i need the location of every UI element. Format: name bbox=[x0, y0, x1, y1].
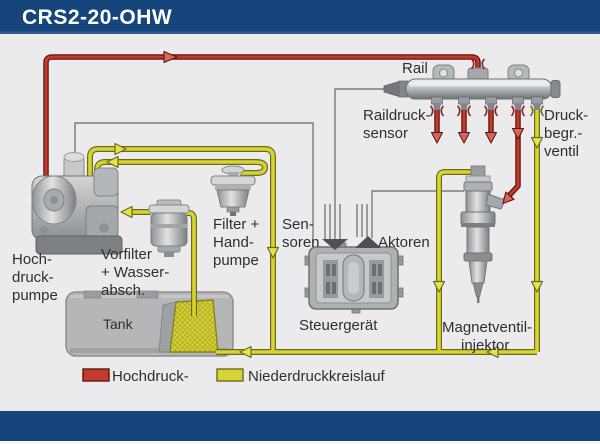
hp-arrow-down bbox=[430, 131, 444, 144]
lp-connector-marks bbox=[529, 105, 545, 117]
svg-text:absch.: absch. bbox=[101, 282, 145, 299]
label-magnetventilinjektor: Magnetventil- bbox=[442, 319, 532, 336]
actuator-output-wires bbox=[356, 204, 368, 237]
fuel-tank bbox=[65, 290, 234, 357]
hp-arrow-down bbox=[511, 127, 525, 140]
svg-text:sensor: sensor bbox=[363, 125, 408, 142]
svg-text:soren: soren bbox=[282, 234, 320, 251]
lp-arrow-down bbox=[530, 280, 544, 293]
rail-pressure-sensor-wire bbox=[334, 88, 390, 240]
legend: Hochdruck- Niederdruckkreislauf bbox=[82, 368, 386, 385]
legend-swatch-high-pressure bbox=[82, 368, 110, 382]
page-title: CRS2-20-OHW bbox=[22, 6, 172, 29]
actuator-output-arrow bbox=[355, 236, 381, 248]
signal-wires bbox=[74, 88, 464, 248]
tank-filler-notch bbox=[83, 290, 102, 299]
label-steuergeraet: Steuergerät bbox=[299, 317, 378, 334]
legend-label-low-pressure: Niederdruckkreislauf bbox=[248, 368, 386, 385]
label-vorfilter: Vorfilter bbox=[101, 246, 152, 263]
label-rail: Rail bbox=[402, 60, 428, 77]
sensor-input-wires bbox=[324, 204, 341, 240]
solenoid-valve-injector bbox=[460, 165, 506, 303]
lp-arrow-left bbox=[120, 205, 133, 219]
lp-arrow-down bbox=[266, 246, 280, 259]
lp-arrow-left bbox=[486, 345, 499, 359]
high-pressure-pump bbox=[31, 152, 123, 255]
common-rail bbox=[383, 64, 561, 110]
svg-text:druck-: druck- bbox=[12, 269, 54, 286]
svg-text:Hand-: Hand- bbox=[213, 234, 254, 251]
lp-arrow-down bbox=[530, 136, 544, 149]
footer-bar bbox=[0, 411, 600, 444]
flow-arrows bbox=[106, 50, 545, 359]
injector-inlet-port bbox=[485, 193, 506, 210]
label-filter-handpumpe: Filter + bbox=[213, 216, 260, 233]
hp-arrow-down bbox=[484, 131, 498, 144]
pressure-limiter-valve-port bbox=[531, 96, 543, 105]
ecu-to-injector-wire bbox=[371, 190, 464, 238]
label-aktoren: Aktoren bbox=[378, 234, 430, 251]
lp-arrow-down bbox=[432, 280, 446, 293]
svg-text:+ Wasser-: + Wasser- bbox=[101, 264, 169, 281]
component-labels: Rail Raildruck- sensor Druck- begr.- ven… bbox=[12, 60, 588, 354]
tank-filler-notch bbox=[136, 290, 159, 299]
sensor-input-arrow bbox=[322, 239, 348, 250]
lp-arrow-left bbox=[239, 345, 252, 359]
lp-arrow-right bbox=[114, 142, 127, 156]
legend-swatch-low-pressure bbox=[216, 368, 244, 382]
label-druckbegrenzungsventil: Druck- bbox=[544, 107, 588, 124]
hp-arrow-down bbox=[457, 131, 471, 144]
filter-hand-pump bbox=[210, 165, 256, 216]
pre-filter-water-separator bbox=[148, 199, 190, 257]
hp-arrow-right bbox=[163, 50, 178, 64]
hp-connector-marks bbox=[429, 58, 526, 117]
rail-outlet-ports bbox=[431, 96, 543, 110]
svg-text:begr.-: begr.- bbox=[544, 125, 582, 142]
svg-text:ventil: ventil bbox=[544, 143, 579, 160]
legend-label-high-pressure: Hochdruck- bbox=[112, 368, 189, 385]
svg-text:injektor: injektor bbox=[461, 337, 509, 354]
label-raildrucksensor: Raildruck- bbox=[363, 107, 431, 124]
pump-to-ecu-wire bbox=[74, 122, 314, 248]
label-hochdruckpumpe: Hoch- bbox=[12, 251, 52, 268]
hp-arrow-to-injector bbox=[502, 191, 515, 205]
header-bar: CRS2-20-OHW bbox=[0, 0, 600, 34]
svg-text:pumpe: pumpe bbox=[213, 252, 259, 269]
lp-arrow-left bbox=[106, 155, 119, 169]
svg-text:pumpe: pumpe bbox=[12, 287, 58, 304]
label-tank: Tank bbox=[103, 316, 134, 332]
engine-control-unit bbox=[304, 242, 404, 314]
label-sensoren: Sen- bbox=[282, 216, 314, 233]
